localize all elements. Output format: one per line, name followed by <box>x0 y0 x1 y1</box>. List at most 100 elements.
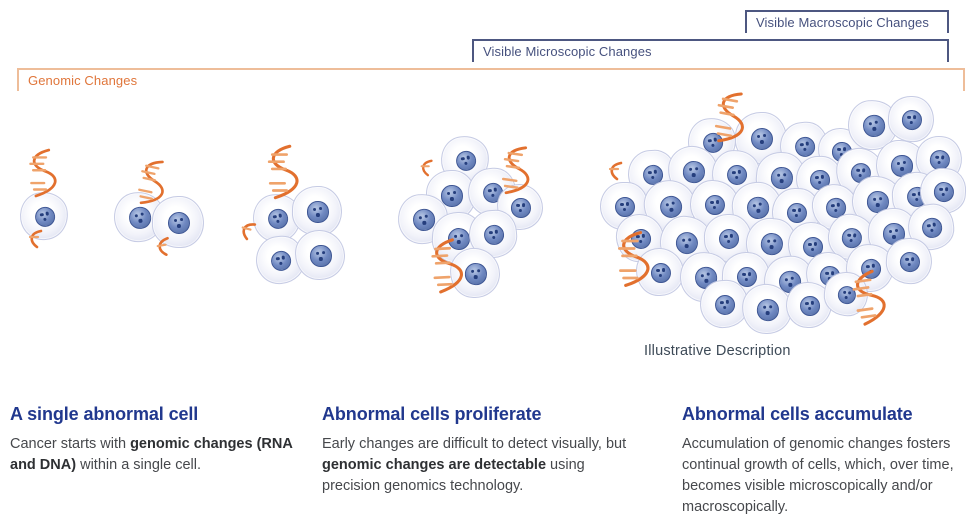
nucleus-dot <box>808 242 812 247</box>
nucleus-dot <box>856 168 860 173</box>
nucleus-dot <box>706 272 711 277</box>
nucleus-dot <box>737 169 741 174</box>
cell-nucleus <box>650 262 672 284</box>
nucleus-dot <box>868 121 873 126</box>
nucleus-dot <box>687 237 692 242</box>
bracket-genomic-label: Genomic Changes <box>28 73 138 88</box>
nucleus-dot <box>711 143 716 148</box>
nucleus-dot <box>911 192 916 197</box>
rna-strand-icon <box>129 155 170 209</box>
cell-nucleus <box>921 216 944 239</box>
nucleus-dot <box>939 187 943 192</box>
nucleus-dot <box>799 143 804 147</box>
nucleus-dot <box>872 126 876 131</box>
nucleus-dot <box>727 240 731 244</box>
nucleus-dot <box>769 245 774 249</box>
nucleus-dot <box>694 167 699 171</box>
rna-fragment-icon <box>152 234 176 259</box>
cell-nucleus <box>899 251 921 273</box>
column-1-heading: A single abnormal cell <box>10 404 199 424</box>
nucleus-dot <box>935 155 939 160</box>
cell-nucleus <box>750 127 774 151</box>
nucleus-dot <box>825 271 829 276</box>
nucleus-dot <box>762 133 767 138</box>
nucleus-dot <box>871 263 875 268</box>
abnormal-cell <box>886 94 936 144</box>
nucleus-dot <box>805 141 809 146</box>
nucleus-dot <box>776 173 781 178</box>
nucleus-dot <box>715 200 720 204</box>
nucleus-dot <box>930 228 934 233</box>
cell-nucleus <box>756 298 780 322</box>
cell-nucleus <box>901 109 923 131</box>
nucleus-dot <box>909 120 914 125</box>
nucleus-dot <box>875 203 880 207</box>
nucleus-dot <box>653 169 657 174</box>
nucleus-dot <box>625 202 630 206</box>
nucleus-dot <box>794 214 799 218</box>
nucleus-dot <box>671 201 676 206</box>
nucleus-dot <box>758 202 763 207</box>
nucleus-dot <box>747 272 752 276</box>
nucleus-dot <box>756 208 761 213</box>
rna-fragment-icon <box>26 228 46 250</box>
nucleus-dot <box>651 175 655 180</box>
nucleus-dot <box>725 299 729 304</box>
nucleus-dot <box>927 224 931 228</box>
nucleus-dot <box>861 168 866 173</box>
nucleus-dot <box>724 234 728 239</box>
bracket-microscopic-changes: Visible Microscopic Changes <box>472 39 949 62</box>
nucleus-dot <box>818 180 822 185</box>
nucleus-dot <box>623 208 627 212</box>
nucleus-dot <box>788 282 792 287</box>
nucleus-dot <box>684 244 689 248</box>
nucleus-dot <box>772 239 777 243</box>
nucleus-dot <box>910 257 915 261</box>
cell-nucleus <box>760 232 784 256</box>
nucleus-dot <box>691 173 696 177</box>
cell-nucleus <box>793 135 817 159</box>
nucleus-dot <box>797 208 802 212</box>
nucleus-dot <box>779 179 784 183</box>
nucleus-dot <box>735 175 739 180</box>
nucleus-dot <box>669 207 674 212</box>
nucleus-dot <box>723 305 727 310</box>
nucleus-dot <box>852 233 857 238</box>
nucleus-dot <box>805 302 809 306</box>
nucleus-dot <box>659 274 663 278</box>
rna-fragment-icon <box>606 160 626 182</box>
nucleus-dot <box>902 160 907 165</box>
nucleus-dot <box>865 264 870 269</box>
nucleus-dot <box>874 120 879 125</box>
rna-strand-icon <box>612 230 650 288</box>
rna-fragment-icon <box>235 218 260 244</box>
nucleus-dot <box>782 173 787 177</box>
nucleus-dot <box>656 268 660 273</box>
nucleus-dot <box>620 202 624 207</box>
nucleus-dot <box>842 147 846 151</box>
cell-nucleus <box>746 196 770 220</box>
bracket-microscopic-label: Visible Microscopic Changes <box>483 44 652 59</box>
nucleus-dot <box>937 160 942 165</box>
bracket-macroscopic-changes: Visible Macroscopic Changes <box>745 10 949 33</box>
nucleus-dot <box>842 290 846 295</box>
nucleus-dot <box>647 170 652 175</box>
column-2-heading: Abnormal cells proliferate <box>322 404 542 424</box>
cell-nucleus <box>770 166 794 190</box>
cell-nucleus <box>714 294 736 316</box>
cell-nucleus <box>674 231 699 256</box>
nucleus-dot <box>766 239 771 244</box>
nucleus-dot <box>784 277 789 282</box>
nucleus-dot <box>892 235 896 239</box>
nucleus-dot <box>815 176 819 180</box>
nucleus-dot <box>768 305 773 309</box>
rna-strand-icon <box>494 142 535 198</box>
nucleus-dot <box>732 170 736 175</box>
nucleus-dot <box>888 229 893 234</box>
nucleus-dot <box>905 257 909 262</box>
nucleus-dot <box>704 278 709 283</box>
